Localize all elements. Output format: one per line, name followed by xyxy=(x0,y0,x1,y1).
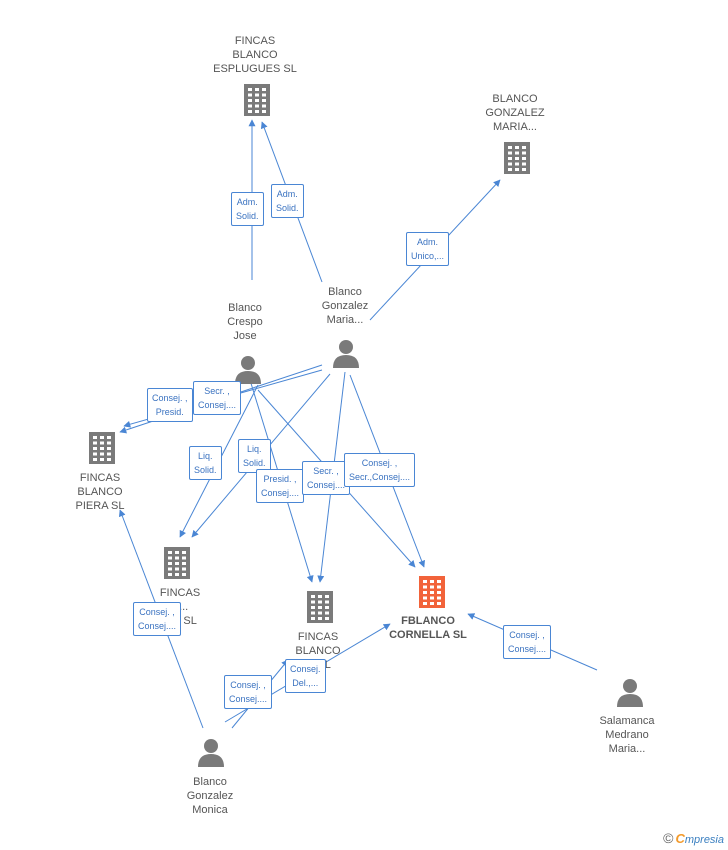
edge-label[interactable]: Consej. Del.,... xyxy=(285,659,326,693)
edge-label[interactable]: Consej. , Consej.... xyxy=(503,625,552,659)
building-icon xyxy=(89,432,115,464)
edge-label[interactable]: Liq. Solid. xyxy=(238,439,271,473)
node-blanco-crespo-jose[interactable]: Blanco Crespo Jose xyxy=(205,301,285,343)
node-salamanca-medrano-maria[interactable]: Salamanca Medrano Maria... xyxy=(587,714,667,756)
node-blanco-gonzalez-maria-person[interactable]: Blanco Gonzalez Maria... xyxy=(305,285,385,327)
node-label: FBLANCO CORNELLA SL xyxy=(389,615,467,641)
edge-label[interactable]: Consej. , Secr.,Consej.... xyxy=(344,453,416,487)
node-icons xyxy=(89,84,643,767)
person-icon xyxy=(235,356,261,384)
building-icon xyxy=(164,547,190,579)
edge-label[interactable]: Consej. , Consej.... xyxy=(133,602,182,636)
brand-logo: Cmpresia xyxy=(675,831,724,846)
node-label: Salamanca Medrano Maria... xyxy=(599,715,655,755)
empresia-watermark: ©Cmpresia xyxy=(663,830,724,846)
node-label: FINCAS BLANCO ESPLUGUES SL xyxy=(213,35,297,75)
node-label: Blanco Gonzalez Monica xyxy=(186,776,234,816)
edge-label[interactable]: Adm. Solid. xyxy=(231,192,264,226)
node-label: Blanco Crespo Jose xyxy=(227,302,263,342)
edge-label[interactable]: Consej. , Presid. xyxy=(147,388,193,422)
node-fincas-blanco-piera[interactable]: FINCAS BLANCO PIERA SL xyxy=(60,471,140,513)
node-label: BLANCO GONZALEZ MARIA... xyxy=(485,93,545,133)
node-fblanco-cornella[interactable]: FBLANCO CORNELLA SL xyxy=(378,614,478,642)
edge-label[interactable]: Adm. Unico,... xyxy=(406,232,450,266)
building-icon xyxy=(307,591,333,623)
copyright-icon: © xyxy=(663,830,674,846)
building-icon xyxy=(419,576,445,608)
node-label: FINCAS BLANCO PIERA SL xyxy=(75,472,125,512)
building-icon xyxy=(504,142,530,174)
edge-label[interactable]: Secr. , Consej.... xyxy=(193,381,242,415)
person-icon xyxy=(198,739,224,767)
edge-label[interactable]: Consej. , Consej.... xyxy=(224,675,273,709)
edge-label[interactable]: Liq. Solid. xyxy=(189,446,222,480)
node-blanco-gonzalez-monica[interactable]: Blanco Gonzalez Monica xyxy=(170,775,250,817)
person-icon xyxy=(617,679,643,707)
node-fincas-blanco-esplugues[interactable]: FINCAS BLANCO ESPLUGUES SL xyxy=(205,34,305,76)
building-icon xyxy=(244,84,270,116)
edge-label[interactable]: Presid. , Consej.... xyxy=(256,469,305,503)
node-label: Blanco Gonzalez Maria... xyxy=(321,286,369,326)
node-blanco-gonzalez-maria-company[interactable]: BLANCO GONZALEZ MARIA... xyxy=(470,92,560,134)
edge-label[interactable]: Adm. Solid. xyxy=(271,184,304,218)
edge-label[interactable]: Secr. , Consej.... xyxy=(302,461,351,495)
person-icon xyxy=(333,340,359,368)
